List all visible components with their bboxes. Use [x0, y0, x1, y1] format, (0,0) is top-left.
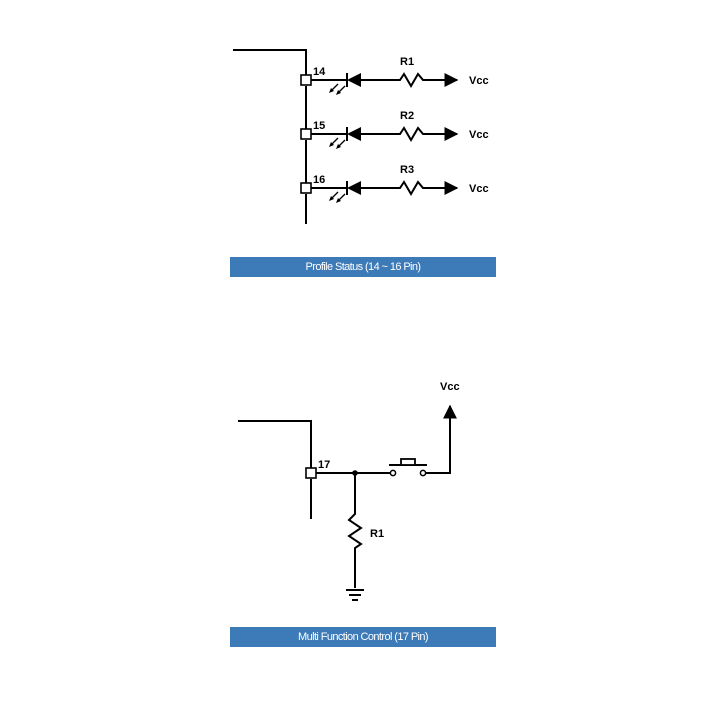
pin-14-connector	[300, 74, 312, 86]
push-button-switch-icon	[389, 458, 427, 477]
bus-top-wire-2	[238, 420, 312, 468]
led-branch-16: 16 R3 Vcc	[300, 164, 489, 203]
led-3-icon	[347, 181, 361, 195]
resistor-r2-zigzag	[396, 126, 430, 142]
pin-17-label: 17	[318, 459, 330, 471]
light-emission-icon	[329, 191, 346, 203]
resistor-r2-label: R2	[400, 110, 414, 122]
vcc-label-4: Vcc	[440, 381, 460, 393]
led-2-icon	[347, 127, 361, 141]
led-1-icon	[347, 73, 361, 87]
profile-status-diagram: 14 R1 Vcc 15 R2	[233, 49, 489, 224]
pin-16-label: 16	[313, 174, 325, 186]
led-branch-15: 15 R2 Vcc	[300, 110, 489, 149]
vcc-arrow-up	[426, 404, 457, 474]
light-emission-icon	[329, 137, 346, 149]
pin-15-label: 15	[313, 120, 325, 132]
profile-status-caption: Profile Status (14 ~ 16 Pin)	[230, 257, 496, 277]
resistor-r3-label: R3	[400, 164, 414, 176]
led-branch-14: 14 R1 Vcc	[300, 56, 489, 95]
vcc-label-1: Vcc	[469, 75, 489, 87]
pin-15-connector	[300, 128, 312, 140]
resistor-r1-zigzag	[396, 72, 430, 88]
pin-17-connector	[305, 467, 317, 479]
resistor-r1-label-2: R1	[370, 528, 384, 540]
resistor-r1-label: R1	[400, 56, 414, 68]
pin-14-label: 14	[313, 66, 326, 78]
resistor-r3-zigzag	[396, 180, 430, 196]
resistor-r1-pulldown	[347, 473, 363, 588]
light-emission-icon	[329, 83, 346, 95]
vcc-label-3: Vcc	[469, 183, 489, 195]
bus-top-wire	[233, 49, 307, 75]
pin-16-connector	[300, 182, 312, 194]
multi-function-caption: Multi Function Control (17 Pin)	[230, 627, 496, 647]
vcc-label-2: Vcc	[469, 129, 489, 141]
multi-function-diagram: 17 Vcc R1	[238, 381, 460, 601]
ground-icon	[346, 589, 364, 601]
